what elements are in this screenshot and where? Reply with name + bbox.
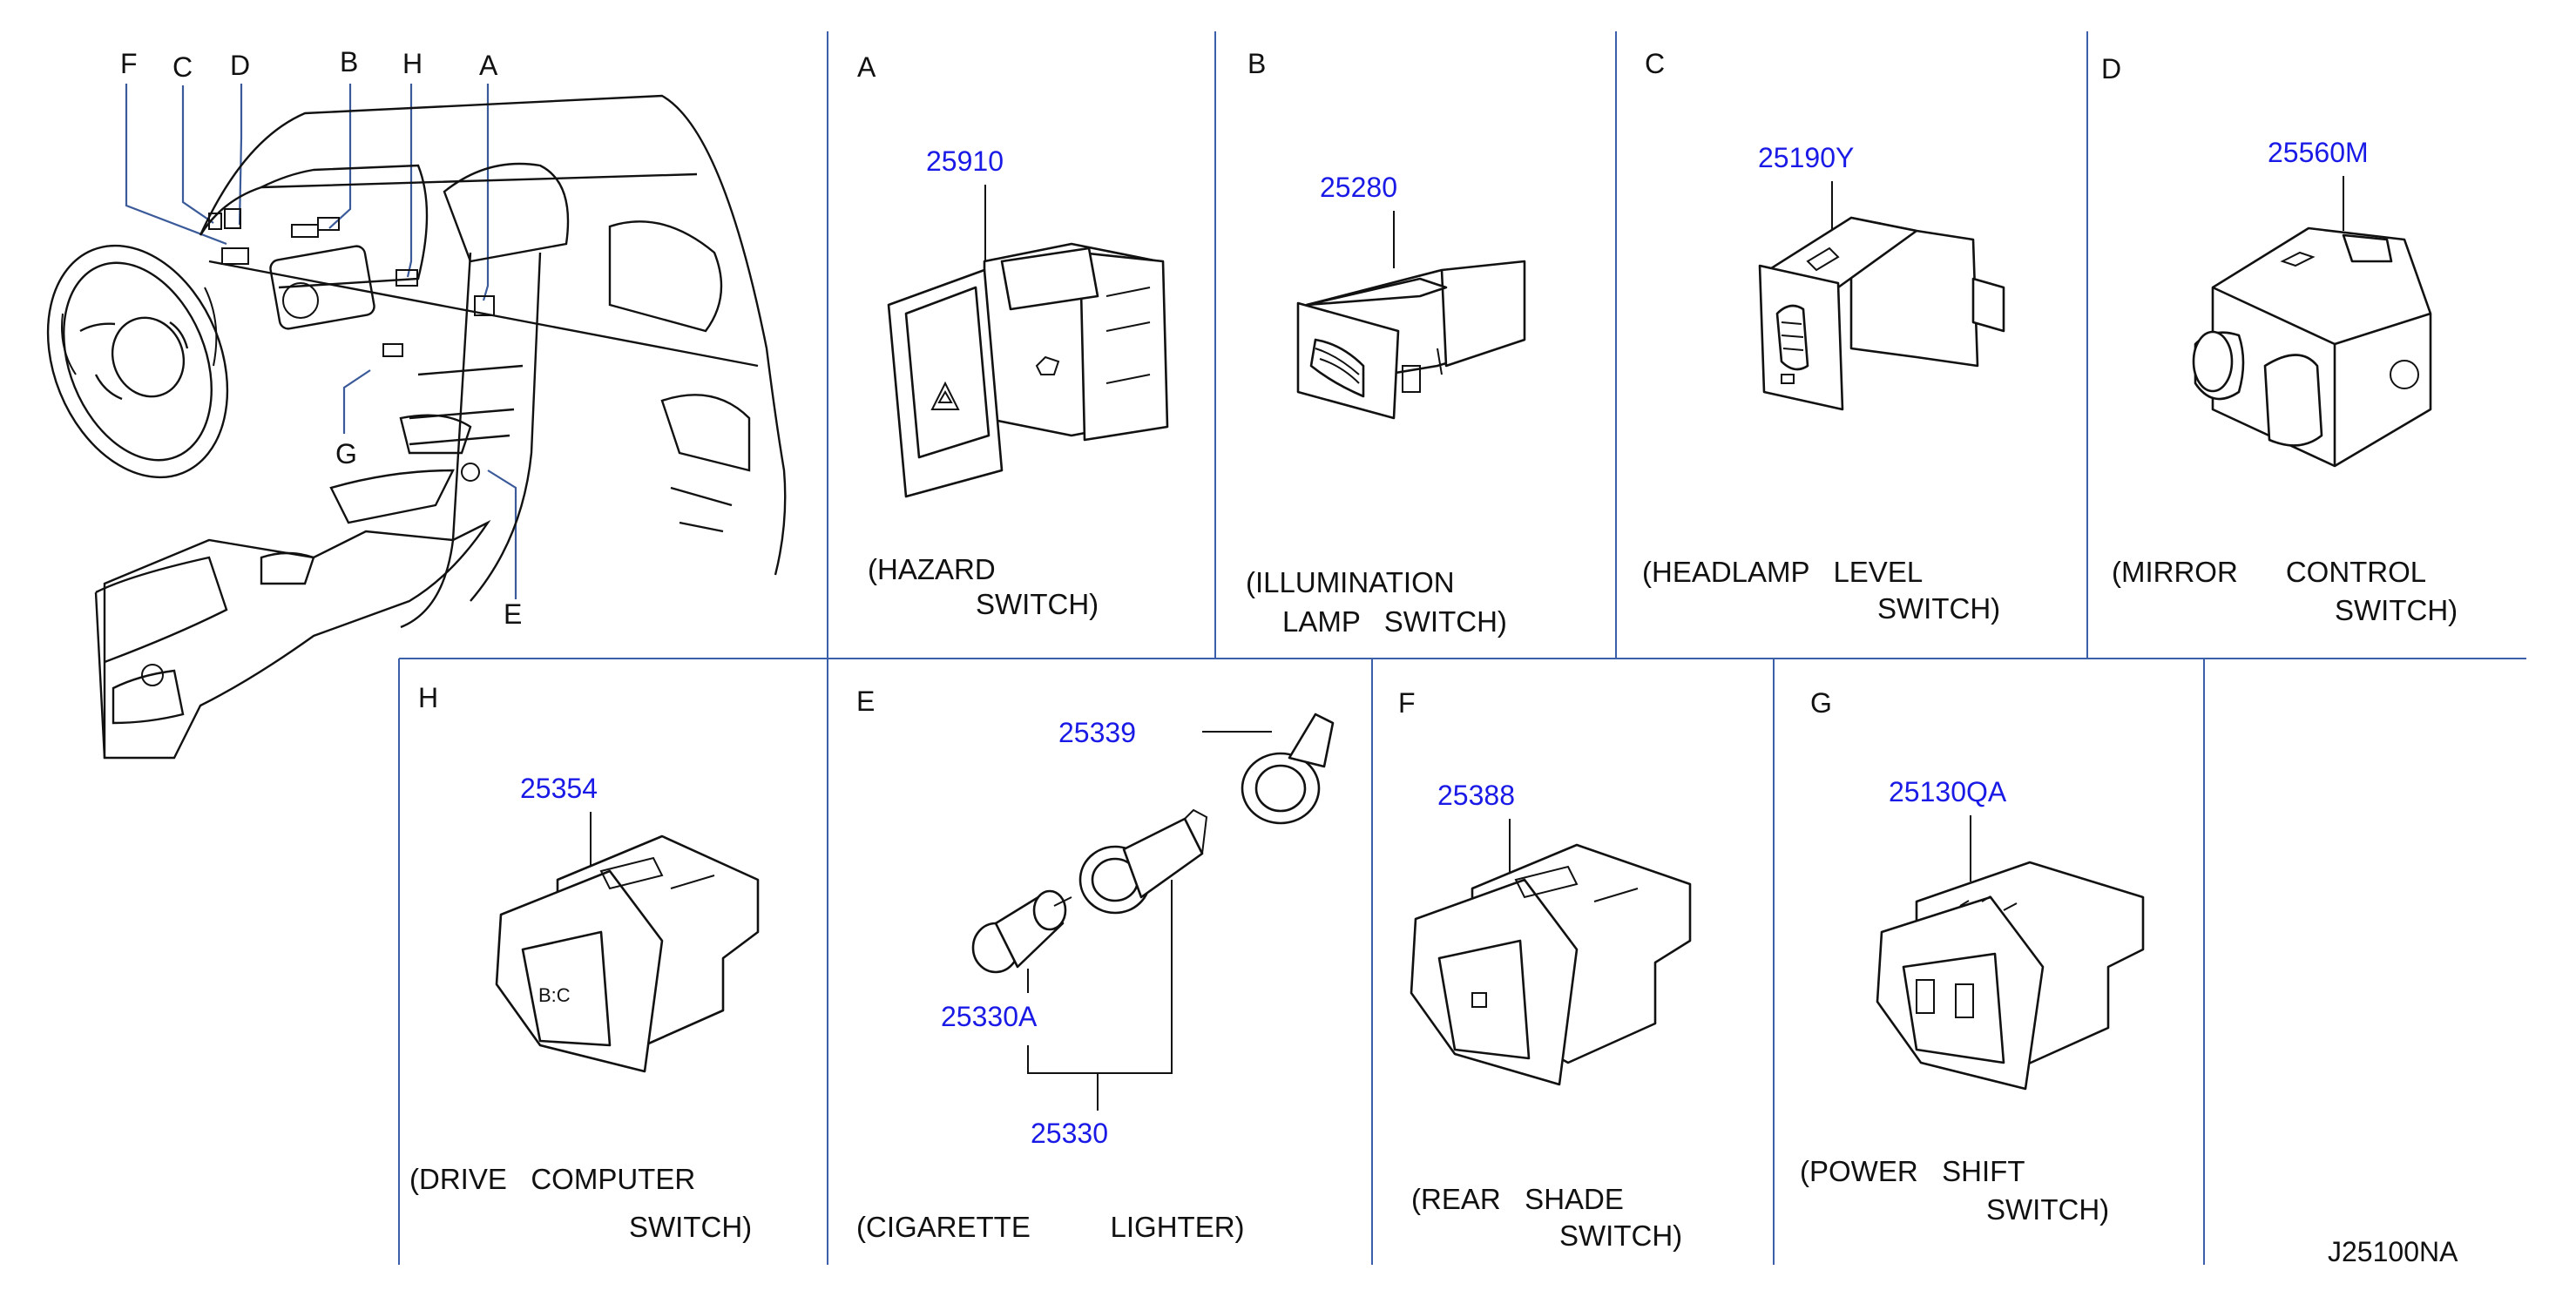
caption-hazard-line1: (HAZARD (868, 553, 996, 585)
caption-headlamp-line1: (HEADLAMP LEVEL (1642, 556, 1923, 588)
caption-rear-shade-line2: SWITCH) (1559, 1219, 1682, 1252)
caption-drive-computer-line1: (DRIVE COMPUTER (409, 1163, 695, 1195)
dashboard-overview: F C D B H A G E (46, 46, 787, 760)
locator-letter-a: A (479, 50, 498, 81)
panel-e: E 25339 25330A 25330 (CIGARETTE LIGHTER) (856, 686, 1335, 1243)
panel-g-letter: G (1810, 687, 1832, 719)
caption-mirror-line1: (MIRROR CONTROL (2112, 556, 2426, 588)
part-number-25910[interactable]: 25910 (926, 145, 1004, 177)
panel-b-letter: B (1247, 48, 1266, 79)
power-shift-switch-drawing (1876, 861, 2145, 1091)
part-number-25280[interactable]: 25280 (1320, 172, 1397, 203)
diagram-code: J25100NA (2328, 1236, 2458, 1267)
caption-headlamp-line2: SWITCH) (1877, 592, 2000, 625)
caption-power-shift-line2: SWITCH) (1986, 1193, 2109, 1226)
bc-icon: B:C (538, 984, 571, 1006)
panel-c: C 25190Y (HEADLAMP LEVEL SWITCH) (1642, 48, 2005, 625)
panel-d: D 25560M (MIRROR CONTROL SWITCH) (2101, 53, 2458, 626)
panel-f-letter: F (1398, 687, 1416, 719)
headlamp-level-switch-drawing (1758, 216, 2005, 411)
part-number-25330[interactable]: 25330 (1031, 1118, 1108, 1149)
caption-illumination-line2: LAMP SWITCH) (1282, 605, 1507, 638)
part-number-25560m[interactable]: 25560M (2268, 137, 2369, 168)
rear-shade-switch-drawing (1410, 843, 1692, 1086)
illumination-switch-drawing (1296, 260, 1526, 420)
locator-letter-e: E (504, 598, 522, 630)
panel-c-letter: C (1645, 48, 1665, 79)
caption-illumination-line1: (ILLUMINATION (1246, 566, 1455, 598)
part-number-25330a[interactable]: 25330A (941, 1001, 1038, 1032)
mirror-control-switch-drawing (2192, 226, 2432, 468)
locator-letter-g: G (335, 438, 357, 469)
panel-b: B 25280 (ILLUMINATION LAMP SWITCH) (1246, 48, 1526, 638)
overview-letters: F C D B H A G E (120, 46, 522, 630)
caption-hazard-line2: SWITCH) (976, 588, 1099, 620)
drive-computer-switch-drawing: B:C (495, 834, 760, 1073)
panel-e-letter: E (856, 686, 875, 717)
part-number-25130qa[interactable]: 25130QA (1889, 776, 2007, 807)
part-number-25339[interactable]: 25339 (1058, 717, 1136, 748)
locator-letter-h: H (402, 48, 423, 79)
caption-drive-computer-line2: SWITCH) (629, 1211, 752, 1243)
panel-d-letter: D (2101, 53, 2121, 84)
panel-dividers (398, 31, 2526, 1265)
part-number-25354[interactable]: 25354 (520, 773, 598, 804)
panel-g: G 25130QA (POWER SHIFT SWITCH) (1800, 687, 2145, 1226)
locator-letter-c: C (172, 51, 193, 83)
panel-h: H 25354 B:C (DRIVE COMPUTER SWITCH) (409, 682, 760, 1243)
caption-mirror-line2: SWITCH) (2335, 594, 2458, 626)
locator-letter-b: B (340, 46, 358, 78)
locator-letter-d: D (230, 50, 250, 81)
steering-wheel-drawing (46, 244, 229, 479)
cigarette-lighter-drawing (971, 713, 1335, 974)
panel-f: F 25388 (REAR SHADE SWITCH) (1398, 687, 1692, 1252)
part-number-25190y[interactable]: 25190Y (1758, 142, 1854, 173)
caption-cigarette-lighter: (CIGARETTE LIGHTER) (856, 1211, 1245, 1243)
caption-power-shift-line1: (POWER SHIFT (1800, 1155, 2025, 1187)
center-console-drawing (94, 414, 491, 760)
panel-a-letter: A (857, 51, 876, 83)
caption-rear-shade-line1: (REAR SHADE (1411, 1183, 1624, 1215)
part-number-25388[interactable]: 25388 (1437, 780, 1515, 811)
panel-a: A 25910 (HAZARD SWITCH) (857, 51, 1169, 620)
panel-h-letter: H (418, 682, 438, 713)
dashboard-body-drawing (199, 94, 787, 629)
locator-letter-f: F (120, 48, 138, 79)
hazard-switch-drawing (887, 242, 1169, 498)
